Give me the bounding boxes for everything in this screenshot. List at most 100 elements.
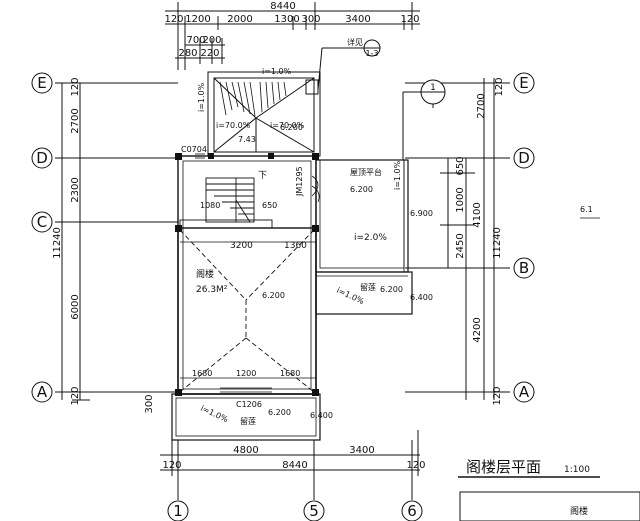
slope-terrace-side: i=1.0%	[393, 160, 402, 190]
section-marker	[402, 79, 446, 160]
axis-right-d: D	[518, 149, 530, 167]
top-total-dim: 8440	[270, 1, 295, 12]
right-dim-120-top: 120	[494, 77, 505, 96]
axis-left-c: C	[37, 213, 47, 231]
slope-left: i=70.0%	[216, 121, 251, 130]
elevation-room: 6.200	[262, 291, 285, 300]
detail-callout-label: 详见	[347, 37, 363, 47]
roof-vent	[305, 79, 319, 95]
right-dim-2450: 2450	[455, 233, 466, 258]
door-swing	[311, 175, 320, 203]
elevation-7-43: 7.43	[238, 135, 256, 144]
bottom-axis-bubbles	[167, 500, 423, 521]
dim-1680-right: 1680	[280, 369, 300, 378]
right-axis-bubbles	[513, 72, 535, 403]
terrace-label: 屋顶平台	[350, 167, 382, 177]
elevation-6-900: 6.900	[410, 209, 433, 218]
axis-left-a: A	[37, 383, 48, 401]
top-dim-220: 220	[200, 48, 219, 59]
elevation-bottom-gutter: 6.200	[268, 408, 291, 417]
left-dim-2700: 2700	[70, 108, 81, 133]
left-dim-300: 300	[144, 394, 155, 413]
windows	[195, 153, 272, 393]
slope-right: i=70.0%	[270, 121, 305, 130]
edge-fragment-text: 6.1	[580, 205, 593, 214]
left-total-dim: 11240	[52, 227, 63, 259]
axis-right-a: A	[519, 383, 530, 401]
slope-top: i=1.0%	[262, 67, 292, 76]
axis-left-d: D	[36, 149, 48, 167]
bottom-dim-8440: 8440	[282, 460, 307, 471]
bottom-dim-3400: 3400	[349, 445, 374, 456]
roof-terrace	[315, 159, 413, 315]
slope-stair-side: i=1.0%	[197, 82, 206, 112]
detail-callout-ref: 1-3	[365, 49, 378, 58]
elevation-6-400-right: 6.400	[410, 293, 433, 302]
roof-hatching	[219, 81, 287, 117]
top-dim-4: 1300	[274, 14, 299, 25]
axis-left-e: E	[37, 74, 46, 92]
dim-1080: 1080	[200, 201, 220, 210]
left-dim-6000: 6000	[70, 294, 81, 319]
gutter-label-bottom: 留莲	[240, 416, 256, 426]
columns	[175, 153, 319, 396]
window-c1206: C1206	[236, 400, 262, 409]
axis-right-b: B	[519, 259, 529, 277]
right-dim-4100: 4100	[472, 202, 483, 227]
top-dim-280: 280	[178, 48, 197, 59]
title-block-text: 阁楼	[570, 505, 588, 517]
right-dimension-lines	[405, 78, 510, 400]
left-dim-120-top: 120	[70, 77, 81, 96]
section-marker-label: 1	[430, 83, 436, 93]
gutter-label-right: 留莲	[360, 282, 376, 292]
axis-bottom-5: 5	[309, 502, 319, 520]
dim-1200: 1200	[236, 369, 256, 378]
axis-bottom-6: 6	[407, 502, 417, 520]
dim-3200: 3200	[230, 241, 253, 251]
dim-1680-left: 1680	[192, 369, 212, 378]
right-dim-120-bottom: 120	[492, 386, 503, 405]
slope-terrace: i=2.0%	[354, 233, 387, 243]
bottom-dim-4800: 4800	[233, 445, 258, 456]
left-dim-2300: 2300	[70, 177, 81, 202]
elevation-gutter: 6.200	[380, 285, 403, 294]
dim-650: 650	[262, 201, 277, 210]
top-dimension-lines	[165, 2, 420, 70]
top-dim-7: 120	[400, 14, 419, 25]
room-name: 阁楼	[196, 268, 214, 280]
bottom-gutter	[171, 393, 321, 441]
door-jm1295: JM1295	[295, 166, 304, 197]
top-dim-2: 1200	[185, 14, 210, 25]
right-total-dim: 11240	[492, 227, 503, 259]
stair	[179, 177, 273, 229]
axis-right-e: E	[519, 74, 528, 92]
top-dim-700: 700	[186, 35, 205, 46]
elevation-stair-roof: 6.200	[280, 123, 303, 132]
detail-callout	[317, 39, 381, 91]
window-c0704: C0704	[181, 145, 207, 154]
slope-gutter-bottom: i=1.0%	[199, 404, 230, 425]
axis-bottom-1: 1	[173, 502, 183, 520]
drawing-title: 阁楼层平面	[466, 458, 541, 476]
left-dim-120-bottom: 120	[70, 386, 81, 405]
bottom-dimension-lines	[160, 430, 420, 500]
top-dim-6: 3400	[345, 14, 370, 25]
bottom-dim-120-right: 120	[406, 460, 425, 471]
right-dim-4200: 4200	[472, 317, 483, 342]
title-block	[459, 491, 640, 521]
right-dim-1000: 1000	[455, 187, 466, 212]
stair-tower-roof	[207, 71, 321, 157]
right-dim-2700: 2700	[476, 93, 487, 118]
elevation-terrace: 6.200	[350, 185, 373, 194]
elevation-6-400-bottom: 6.400	[310, 411, 333, 420]
left-axis-bubbles	[31, 72, 53, 403]
top-dim-1: 120	[164, 14, 183, 25]
room-area: 26.3M²	[196, 285, 228, 295]
top-dim-3: 2000	[227, 14, 252, 25]
right-dim-650: 650	[455, 156, 466, 175]
inner-dimension-lines	[180, 241, 316, 379]
left-dimension-lines	[55, 82, 178, 401]
top-dim-5: 300	[301, 14, 320, 25]
dim-1360: 1360	[284, 241, 307, 251]
